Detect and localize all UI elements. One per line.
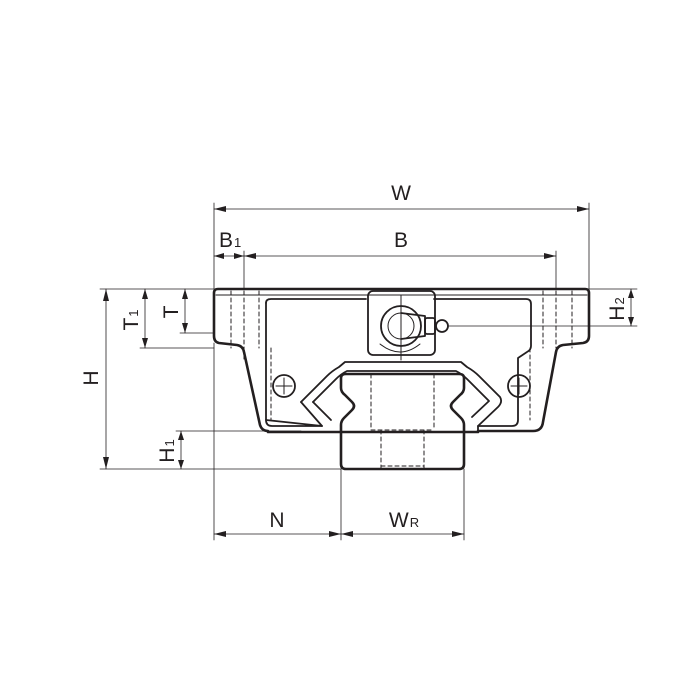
dim-wr-arrow-right xyxy=(452,531,464,537)
label-b1-sub: 1 xyxy=(234,235,241,250)
dim-t-arrow-bottom xyxy=(182,323,188,333)
right-hole-dashed xyxy=(529,290,573,421)
right-screw-slot xyxy=(510,377,528,395)
label-t1: T1 xyxy=(120,309,143,330)
dim-h2-arrow-top xyxy=(628,289,634,298)
label-h1: H1 xyxy=(156,439,179,462)
carriage-block xyxy=(212,287,591,434)
nipple-tip xyxy=(435,319,449,333)
retainer-inner xyxy=(312,370,490,418)
dimension-lines xyxy=(103,206,634,537)
label-wr-sub: R xyxy=(410,515,419,530)
label-t1-main: T xyxy=(120,318,143,331)
retainer-outer xyxy=(300,361,503,433)
label-h1-sub: 1 xyxy=(162,439,177,446)
dim-b1-arrow-right xyxy=(234,253,244,259)
label-b: B xyxy=(394,229,408,252)
dim-t1-arrow-bottom xyxy=(142,338,148,348)
label-wr-main: W xyxy=(389,509,409,532)
dim-b1-arrow-left xyxy=(214,253,224,259)
extension-lines xyxy=(99,202,638,541)
guide-rail xyxy=(339,372,466,471)
rail-outline xyxy=(339,372,466,471)
right-screw-icon xyxy=(507,374,531,398)
dim-t1-arrow-top xyxy=(142,289,148,299)
mounting-holes xyxy=(230,290,573,421)
dim-h-arrow-top xyxy=(103,289,109,301)
label-h1-main: H xyxy=(156,448,179,463)
label-w: W xyxy=(391,182,411,205)
dim-h1-arrow-top xyxy=(178,431,184,440)
nipple-nut xyxy=(424,317,436,335)
dim-w-arrow-right xyxy=(577,206,589,212)
end-screws xyxy=(272,374,531,398)
dim-b-arrow-left xyxy=(244,253,256,259)
retainer-left-end xyxy=(300,401,332,427)
dim-t-arrow-top xyxy=(182,289,188,299)
dim-b-arrow-right xyxy=(544,253,556,259)
dim-wr-arrow-left xyxy=(341,531,353,537)
left-screw-icon xyxy=(272,374,296,398)
label-t: T xyxy=(160,305,183,318)
dim-h-arrow-bottom xyxy=(103,457,109,469)
label-n: N xyxy=(269,509,284,532)
rail-bolt-hole-dashed xyxy=(370,373,435,470)
left-screw-slot xyxy=(275,377,293,395)
dim-n-arrow-left xyxy=(214,531,226,537)
label-h: H xyxy=(80,370,103,385)
label-wr: WR xyxy=(389,509,419,532)
label-b1: B1 xyxy=(219,229,241,252)
label-h2-main: H xyxy=(606,306,629,321)
retainer-seal xyxy=(300,361,503,433)
dim-w-arrow-left xyxy=(214,206,226,212)
label-h2-sub: 2 xyxy=(612,297,627,304)
dim-n-arrow-right xyxy=(329,531,341,537)
left-hole-dashed xyxy=(230,290,272,421)
dimension-labels: W B1 B H T1 T H1 H2 N WR xyxy=(80,182,629,532)
dim-h2-arrow-bottom xyxy=(628,317,634,326)
grease-nipple xyxy=(367,290,449,361)
carriage-outline xyxy=(212,287,591,434)
label-b1-main: B xyxy=(219,229,233,252)
label-h2: H2 xyxy=(606,297,629,320)
label-t1-sub: 1 xyxy=(126,309,141,316)
dim-h1-arrow-bottom xyxy=(178,460,184,469)
nipple-housing-arc xyxy=(379,343,421,353)
